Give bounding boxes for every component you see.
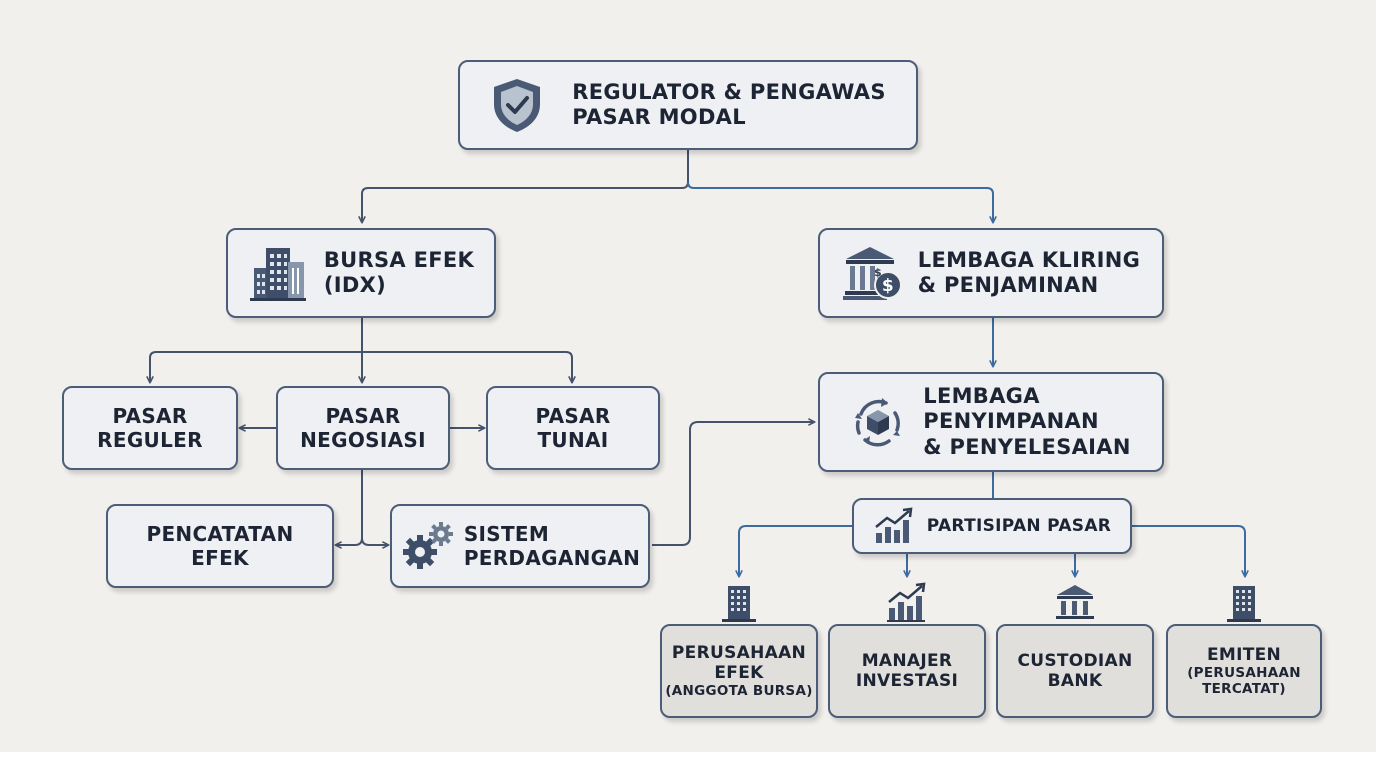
penyimpanan-line3: & PENYELESAIAN (923, 434, 1131, 459)
participant-box-custodian-bank: CUSTODIAN BANK (996, 624, 1154, 718)
sistem-line2: PERDAGANGAN (463, 546, 641, 570)
edge-regulator-bursa (362, 150, 689, 222)
edge-to-perusahaan-efek (739, 525, 852, 576)
bursa-line2: (IDX) (323, 273, 387, 297)
penyimpanan-line1: LEMBAGA (923, 384, 1040, 409)
connector-lines (0, 150, 1376, 752)
reguler-line2: REGULER (97, 428, 203, 452)
edge-to-tunai (362, 351, 572, 382)
cube-cycle-icon (851, 395, 905, 449)
participant-2-line1: MANAJER (861, 651, 953, 671)
node-pencatatan-efek: PENCATATAN EFEK (106, 504, 334, 588)
participant-custodian-bank: CUSTODIAN BANK (996, 580, 1154, 718)
negosiasi-line1: PASAR (325, 404, 401, 428)
node-pasar-tunai: PASAR TUNAI (486, 386, 660, 470)
penyimpanan-line2: PENYIMPANAN (923, 409, 1099, 434)
negosiasi-line2: NEGOSIASI (300, 428, 426, 452)
node-lembaga-penyimpanan: LEMBAGA PENYIMPANAN & PENYELESAIAN (818, 372, 1164, 472)
node-pasar-reguler: PASAR REGULER (62, 386, 238, 470)
bank-dollar-icon: $ $ (842, 243, 904, 303)
tunai-line1: PASAR (535, 404, 611, 428)
kliring-line1: LEMBAGA KLIRING (917, 247, 1141, 272)
node-bursa-efek: BURSA EFEK (IDX) (226, 228, 496, 318)
pencatatan-line2: EFEK (191, 546, 249, 570)
edge-to-emiten (1132, 525, 1245, 576)
edge-to-reguler (150, 351, 362, 382)
bank-icon (1054, 580, 1096, 622)
shield-check-icon (490, 76, 544, 134)
partisipan-label: PARTISIPAN PASAR (926, 516, 1112, 536)
participant-1-line1: PERUSAHAAN (671, 643, 807, 663)
growth-chart-icon (873, 507, 915, 545)
reguler-line1: PASAR (112, 404, 188, 428)
svg-text:$: $ (882, 276, 894, 296)
node-partisipan-pasar: PARTISIPAN PASAR (852, 498, 1132, 554)
chart-up-icon (885, 580, 929, 622)
participant-manajer-investasi: MANAJER INVESTASI (828, 580, 986, 718)
building-icon (719, 580, 759, 622)
node-sistem-perdagangan: SISTEM PERDAGANGAN (390, 504, 650, 588)
node-regulator: REGULATOR & PENGAWAS PASAR MODAL (458, 60, 918, 150)
edge-negosiasi-down (336, 470, 363, 545)
diagram-canvas: REGULATOR & PENGAWAS PASAR MODAL (0, 0, 1376, 752)
edge-regulator-kliring (687, 181, 993, 222)
participant-box-manajer-investasi: MANAJER INVESTASI (828, 624, 986, 718)
participant-4-sub2: TERCATAT) (1202, 681, 1286, 697)
participant-1-line2: EFEK (714, 663, 764, 683)
participant-box-emiten: EMITEN (PERUSAHAAN TERCATAT) (1166, 624, 1322, 718)
tunai-line2: TUNAI (537, 428, 609, 452)
participant-4-line1: EMITEN (1206, 645, 1282, 665)
node-lembaga-kliring: $ $ LEMBAGA KLIRING & PENJAMINAN (818, 228, 1164, 318)
pencatatan-line1: PENCATATAN (146, 522, 294, 546)
regulator-line2: PASAR MODAL (572, 105, 746, 129)
participant-3-line1: CUSTODIAN (1017, 651, 1133, 671)
svg-text:$: $ (874, 266, 882, 279)
gears-icon (400, 521, 454, 571)
sistem-line1: SISTEM (463, 522, 550, 546)
bursa-line1: BURSA EFEK (323, 247, 475, 272)
edge-sistem-penyimpanan (652, 422, 814, 546)
participant-2-line2: INVESTASI (855, 671, 959, 691)
kliring-line2: & PENJAMINAN (917, 273, 1099, 297)
participant-4-sub: (PERUSAHAAN (1187, 665, 1301, 681)
participant-box-perusahaan-efek: PERUSAHAAN EFEK (ANGGOTA BURSA) (660, 624, 818, 718)
building-icon (1224, 580, 1264, 622)
edge-negosiasi-sistem (361, 537, 388, 545)
regulator-line1: REGULATOR & PENGAWAS (572, 79, 886, 104)
participant-emiten: EMITEN (PERUSAHAAN TERCATAT) (1166, 580, 1322, 718)
participant-1-sub: (ANGGOTA BURSA) (665, 683, 813, 699)
participant-3-line2: BANK (1047, 671, 1103, 691)
participant-perusahaan-efek: PERUSAHAAN EFEK (ANGGOTA BURSA) (660, 580, 818, 718)
node-pasar-negosiasi: PASAR NEGOSIASI (276, 386, 450, 470)
office-building-icon (248, 244, 308, 302)
